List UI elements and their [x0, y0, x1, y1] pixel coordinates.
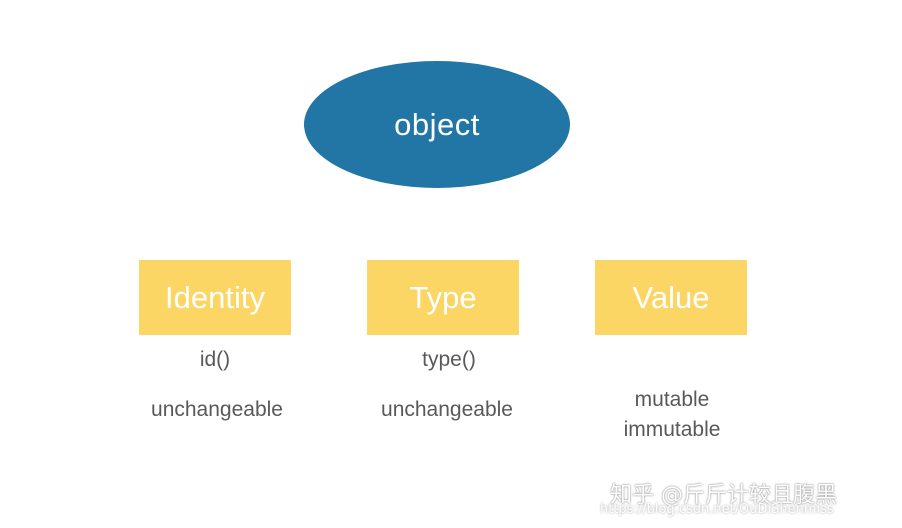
watermark-url: https://blog.csdn.net/OuDiShenmiss: [600, 502, 834, 517]
object-node: object: [304, 61, 570, 188]
object-label: object: [394, 106, 480, 142]
type-box: Type: [367, 260, 519, 335]
watermark-brand: 知乎 @斤斤计较且腹黑: [610, 483, 837, 508]
value-label: Value: [632, 279, 710, 315]
identity-label: Identity: [165, 279, 265, 315]
type-label: Type: [409, 279, 477, 315]
identity-property-text: unchangeable: [151, 398, 283, 421]
identity-box: Identity: [139, 260, 291, 335]
value-box: Value: [595, 260, 747, 335]
value-property-mutable: mutable: [634, 388, 710, 411]
type-property-text: unchangeable: [381, 398, 513, 421]
type-function-text: type(): [422, 348, 476, 371]
identity-function-text: id(): [199, 348, 231, 371]
value-property-immutable: immutable: [623, 418, 721, 441]
